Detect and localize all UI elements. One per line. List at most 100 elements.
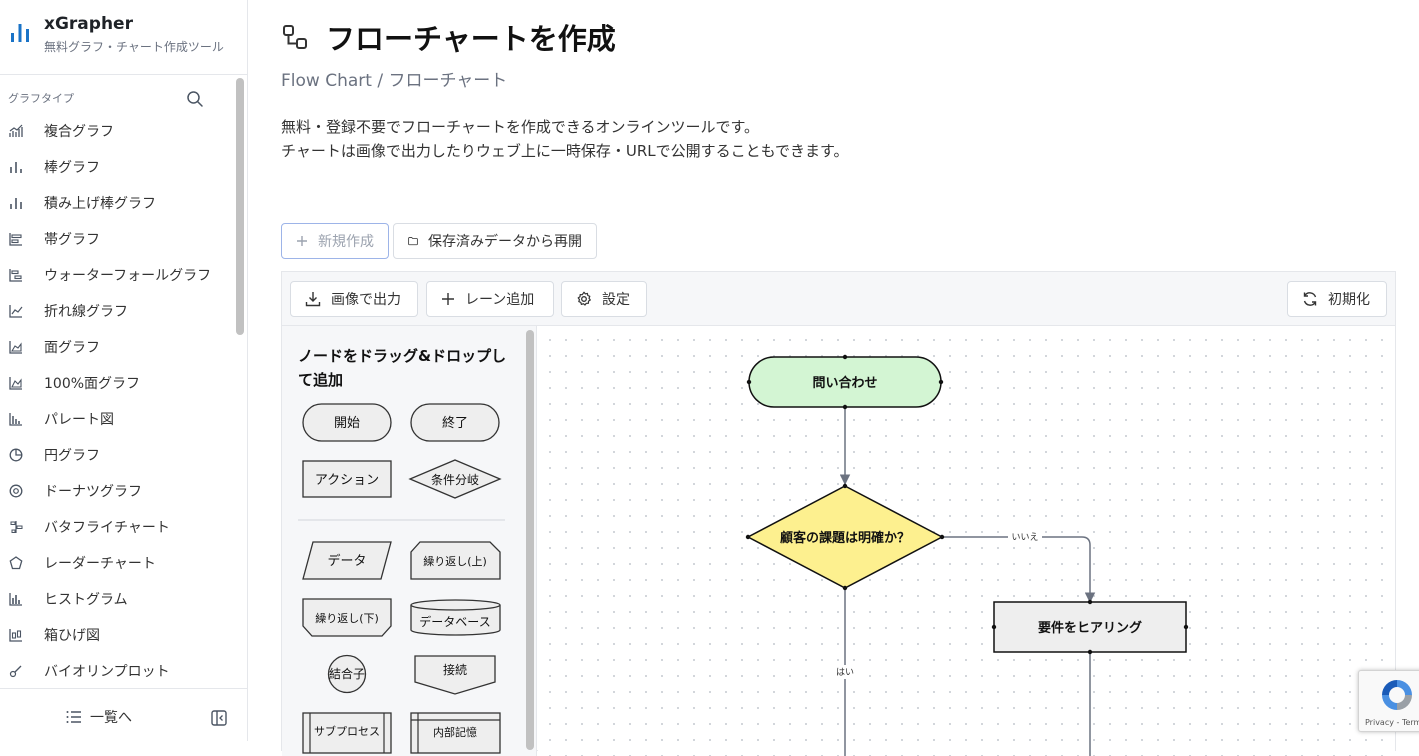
sidebar-item-boxplot[interactable]: 箱ひげ図 <box>0 617 232 653</box>
sidebar-item-waterfall[interactable]: ウォーターフォールグラフ <box>0 257 232 293</box>
collapse-sidebar-icon[interactable] <box>211 710 227 726</box>
node-palette: ノードをドラッグ&ドロップして追加 開始 終了 アクション 条件分岐 <box>282 326 537 756</box>
refresh-icon <box>1303 292 1317 306</box>
page-subtitle: Flow Chart / フローチャート <box>281 71 508 91</box>
resume-saved-button[interactable]: 保存済みデータから再開 <box>393 223 597 259</box>
add-lane-button[interactable]: レーン追加 <box>426 281 554 317</box>
area-chart-icon <box>8 339 24 355</box>
line-chart-icon <box>8 303 24 319</box>
settings-button[interactable]: 設定 <box>561 281 647 317</box>
sidebar-item-label: ヒストグラム <box>44 592 128 608</box>
sidebar-item-label: 複合グラフ <box>44 124 114 140</box>
palette-node-start[interactable]: 開始 <box>302 403 392 442</box>
gear-icon <box>577 291 591 306</box>
reset-button[interactable]: 初期化 <box>1287 281 1387 317</box>
brand-header[interactable]: xGrapher 無料グラフ・チャート作成ツール <box>0 0 247 75</box>
settings-label: 設定 <box>602 292 630 308</box>
radar-chart-icon <box>8 555 24 571</box>
palette-node-internal-storage-label: 内部記憶 <box>433 725 477 739</box>
export-image-label: 画像で出力 <box>331 292 401 308</box>
palette-node-decision-label: 条件分岐 <box>431 473 479 487</box>
sidebar-item-stacked-bar[interactable]: 積み上げ棒グラフ <box>0 185 232 221</box>
band-chart-icon <box>8 231 24 247</box>
search-icon[interactable] <box>186 90 204 108</box>
brand-name: xGrapher <box>44 14 133 34</box>
sidebar-item-bar[interactable]: 棒グラフ <box>0 149 232 185</box>
palette-node-internal-storage[interactable]: 内部記憶 <box>410 712 501 754</box>
sidebar-item-line[interactable]: 折れ線グラフ <box>0 293 232 329</box>
add-lane-label: レーン追加 <box>465 292 535 308</box>
palette-node-subprocess[interactable]: サブプロセス <box>302 712 392 754</box>
stacked-bar-icon <box>8 195 24 211</box>
sidebar-item-label: 積み上げ棒グラフ <box>44 196 156 212</box>
plus-icon <box>442 293 454 305</box>
reset-label: 初期化 <box>1328 292 1370 308</box>
palette-node-start-label: 開始 <box>334 416 360 431</box>
sidebar-item-label: 箱ひげ図 <box>44 628 100 644</box>
palette-node-offpage[interactable]: 接続 <box>414 655 496 695</box>
palette-node-end[interactable]: 終了 <box>410 403 500 442</box>
edge-label-yes: はい <box>836 667 854 678</box>
sidebar-item-butterfly[interactable]: バタフライチャート <box>0 509 232 545</box>
sidebar-scroll-thumb[interactable] <box>236 78 244 335</box>
palette-node-subprocess-label: サブプロセス <box>314 724 380 738</box>
palette-node-loop-end-label: 繰り返し(下) <box>315 611 379 625</box>
sidebar-item-label: ウォーターフォールグラフ <box>44 268 212 284</box>
palette-node-loop-end[interactable]: 繰り返し(下) <box>302 598 392 637</box>
sidebar: xGrapher 無料グラフ・チャート作成ツール グラフタイプ 複合グラフ 棒グ… <box>0 0 248 741</box>
palette-node-loop-start[interactable]: 繰り返し(上) <box>410 541 501 580</box>
recaptcha-footer[interactable]: Privacy - Terms <box>1365 718 1419 727</box>
description-line: チャートは画像で出力したりウェブ上に一時保存・URLで公開することもできます。 <box>281 142 849 160</box>
sidebar-item-label: 帯グラフ <box>44 232 100 248</box>
flowchart-canvas[interactable]: いいえ はい 問い合わせ 顧客の課題は明確か？ <box>538 326 1395 756</box>
flow-node-decision-label: 顧客の課題は明確か？ <box>780 530 910 546</box>
sidebar-scrollbar[interactable] <box>235 78 245 688</box>
combo-chart-icon <box>8 123 24 139</box>
sidebar-item-label: バタフライチャート <box>44 520 170 536</box>
sidebar-item-band[interactable]: 帯グラフ <box>0 221 232 257</box>
pie-chart-icon <box>8 447 24 463</box>
flow-node-start-label: 問い合わせ <box>812 375 877 391</box>
palette-node-decision[interactable]: 条件分岐 <box>408 459 502 499</box>
sidebar-item-combo[interactable]: 複合グラフ <box>0 113 232 149</box>
recaptcha-logo-icon <box>1382 680 1412 710</box>
flow-node-hearing-label: 要件をヒアリング <box>1038 620 1142 636</box>
sidebar-item-label: 100%面グラフ <box>44 376 141 392</box>
butterfly-chart-icon <box>8 519 24 535</box>
page-description: 無料・登録不要でフローチャートを作成できるオンラインツールです。 チャートは画像… <box>281 115 849 163</box>
sidebar-item-pareto[interactable]: パレート図 <box>0 401 232 437</box>
palette-scrollbar[interactable] <box>526 330 534 750</box>
flow-node-decision[interactable]: 顧客の課題は明確か？ <box>745 483 945 591</box>
sidebar-item-donut[interactable]: ドーナツグラフ <box>0 473 232 509</box>
back-to-list-button[interactable]: 一覧へ <box>66 707 132 727</box>
sidebar-item-violin[interactable]: バイオリンプロット <box>0 653 232 688</box>
graph-type-list: 複合グラフ 棒グラフ 積み上げ棒グラフ 帯グラフ ウォーターフォールグラフ 折れ… <box>0 113 232 688</box>
palette-node-offpage-label: 接続 <box>443 662 467 677</box>
flow-node-hearing[interactable]: 要件をヒアリング <box>991 599 1189 655</box>
edge-decision-no <box>942 536 1096 604</box>
histogram-icon <box>8 591 24 607</box>
sidebar-item-area[interactable]: 面グラフ <box>0 329 232 365</box>
sidebar-item-radar[interactable]: レーダーチャート <box>0 545 232 581</box>
sidebar-item-label: 折れ線グラフ <box>44 304 128 320</box>
palette-node-connector[interactable]: 結合子 <box>327 654 367 694</box>
palette-node-action-label: アクション <box>315 473 379 488</box>
palette-node-data[interactable]: データ <box>302 541 392 580</box>
flow-node-start[interactable]: 問い合わせ <box>746 354 944 410</box>
new-chart-button[interactable]: 新規作成 <box>281 223 389 259</box>
sidebar-item-area-100[interactable]: 100%面グラフ <box>0 365 232 401</box>
new-chart-label: 新規作成 <box>318 234 374 250</box>
folder-icon <box>408 237 418 246</box>
sidebar-item-pie[interactable]: 円グラフ <box>0 437 232 473</box>
palette-node-end-label: 終了 <box>442 415 468 431</box>
pareto-chart-icon <box>8 411 24 427</box>
plus-icon <box>297 236 307 246</box>
main-content: フローチャートを作成 Flow Chart / フローチャート 無料・登録不要で… <box>249 0 1419 756</box>
sidebar-item-label: バイオリンプロット <box>44 664 170 680</box>
palette-node-database[interactable]: データベース <box>410 599 501 636</box>
palette-node-action[interactable]: アクション <box>302 460 392 498</box>
recaptcha-badge[interactable]: Privacy - Terms <box>1358 670 1419 732</box>
export-image-button[interactable]: 画像で出力 <box>290 281 418 317</box>
edge-label-no: いいえ <box>1011 532 1038 543</box>
sidebar-item-histogram[interactable]: ヒストグラム <box>0 581 232 617</box>
